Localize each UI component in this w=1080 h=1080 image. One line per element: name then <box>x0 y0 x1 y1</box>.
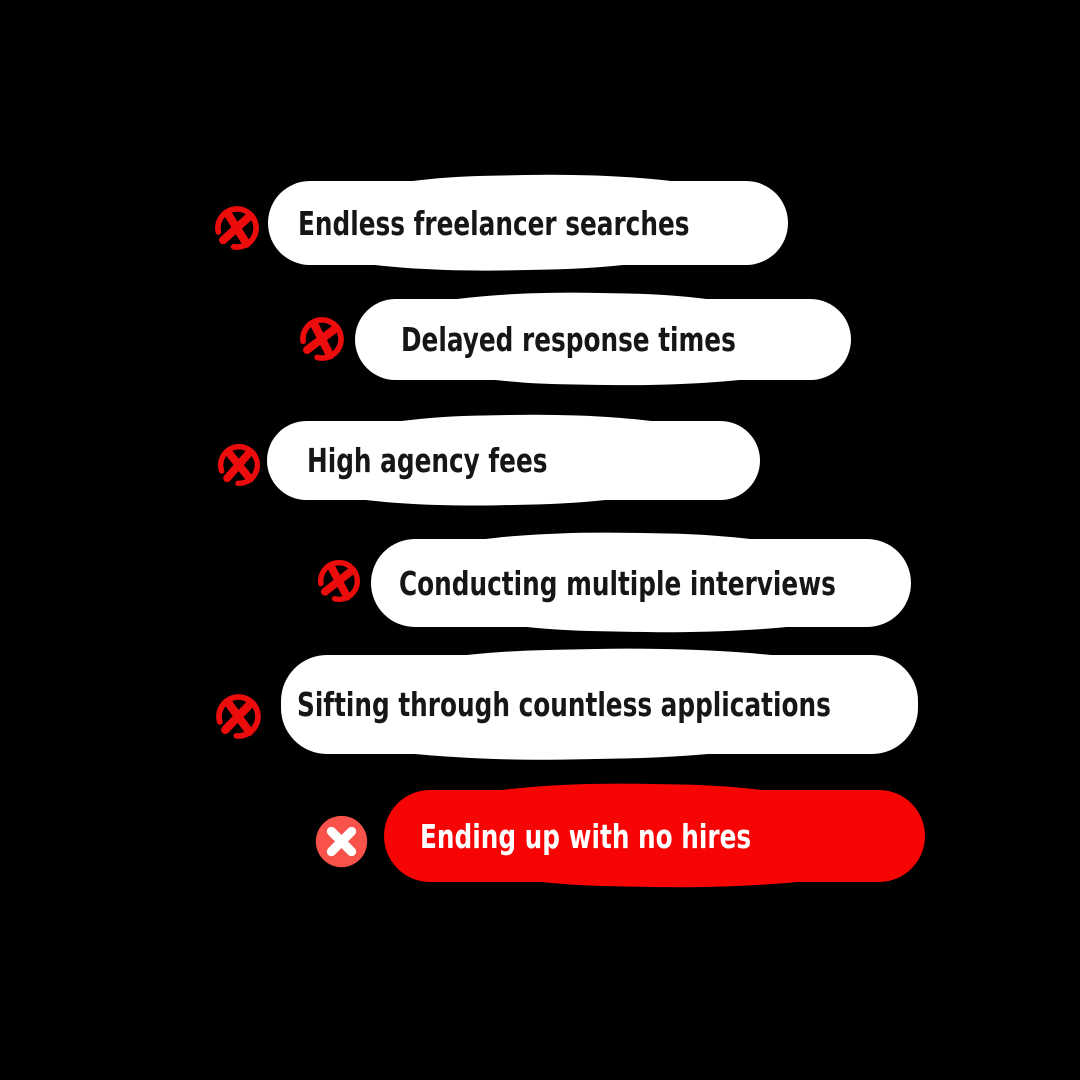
crossed-out-circle-icon <box>210 688 267 745</box>
pain-point-pill: Ending up with no hires <box>384 790 925 882</box>
pain-point-label: Delayed response times <box>401 320 736 359</box>
pain-point-label: Ending up with no hires <box>420 816 752 856</box>
crossed-out-circle-icon <box>312 554 365 607</box>
x-circle-icon <box>314 814 369 869</box>
crossed-out-circle-icon <box>294 311 350 367</box>
pain-point-pill: High agency fees <box>267 421 760 500</box>
crossed-out-circle-icon <box>211 202 263 254</box>
pain-point-label: Endless freelancer searches <box>298 203 690 243</box>
pain-point-label: Conducting multiple interviews <box>399 563 836 603</box>
pain-point-pill: Sifting through countless applications <box>281 655 918 754</box>
pain-point-pill: Delayed response times <box>355 299 851 380</box>
pain-point-pill: Conducting multiple interviews <box>371 539 911 627</box>
pain-point-label: Sifting through countless applications <box>297 685 831 724</box>
pain-point-pill: Endless freelancer searches <box>268 181 788 265</box>
pain-point-label: High agency fees <box>307 441 548 480</box>
crossed-out-circle-icon <box>211 437 267 493</box>
